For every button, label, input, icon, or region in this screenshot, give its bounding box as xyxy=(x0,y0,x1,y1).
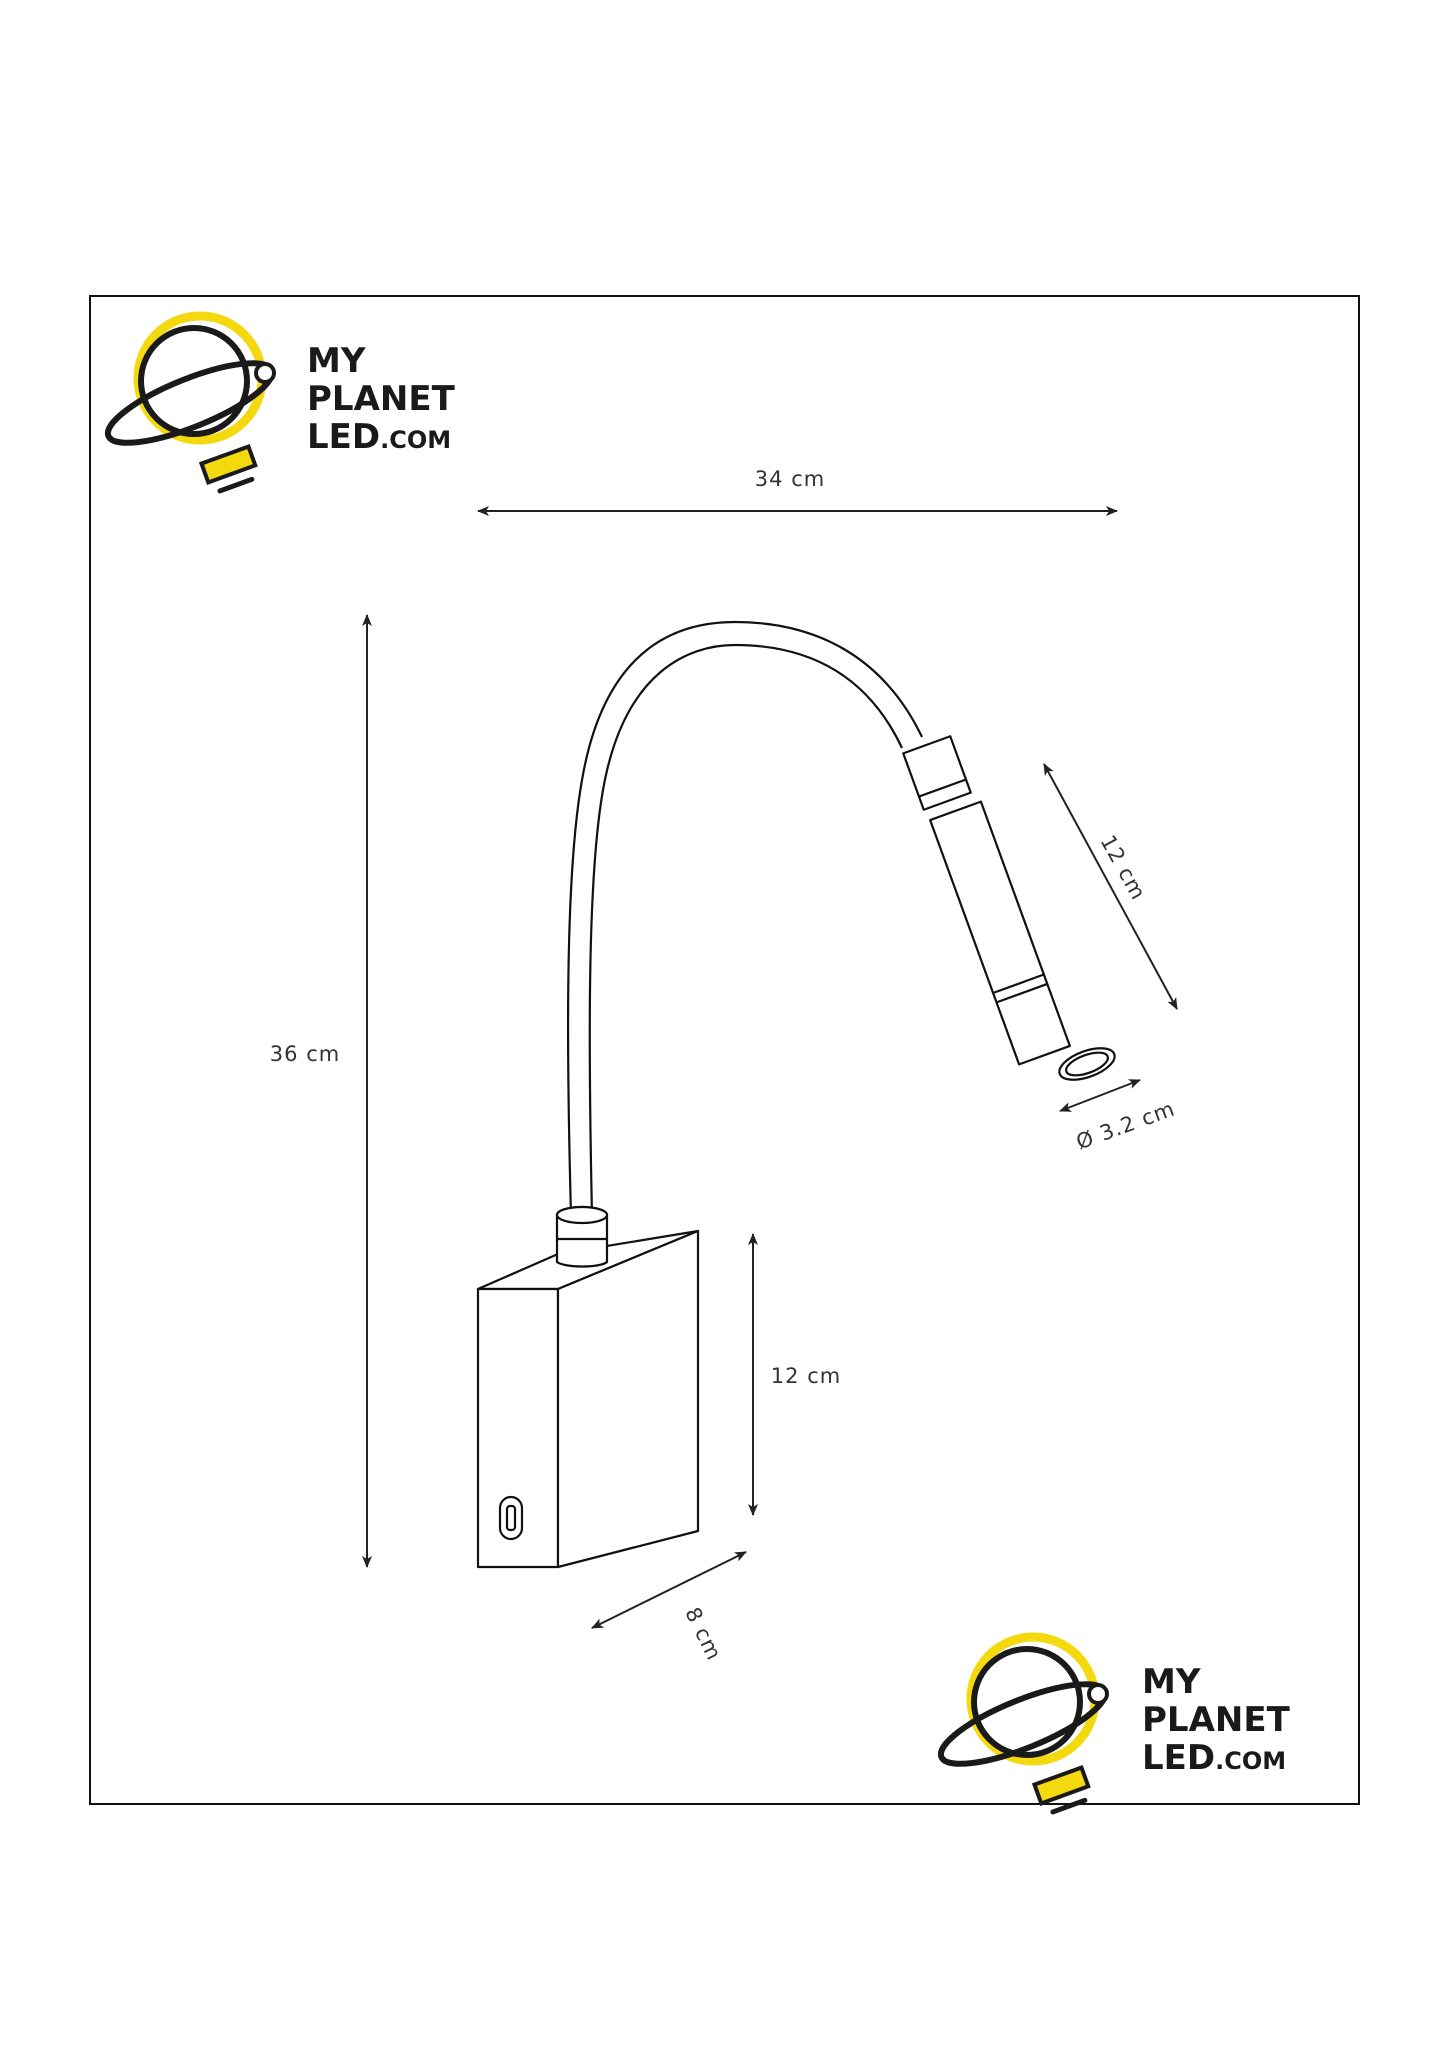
logo-line-planet: PLANET xyxy=(1142,1700,1291,1740)
logo-line-com: .COM xyxy=(380,426,451,454)
brand-logo-top: MY PLANET LED.COM xyxy=(99,316,456,494)
drawing-frame xyxy=(89,295,1360,1805)
brand-logo-bottom: MY PLANET LED.COM xyxy=(932,1637,1291,1815)
base-height-dimension-label: 12 cm xyxy=(771,1364,841,1388)
width-dimension-label: 34 cm xyxy=(755,467,825,491)
base-depth-dimension-line xyxy=(591,1551,747,1629)
wall-lamp xyxy=(476,620,1116,1569)
svg-text:LED.COM: LED.COM xyxy=(307,417,451,457)
usb-port-icon xyxy=(498,1495,524,1541)
planet-bulb-icon xyxy=(932,1637,1113,1815)
logo-line-led: LED xyxy=(307,417,380,457)
logo-line-planet: PLANET xyxy=(307,379,456,419)
head-diameter-dimension-label: Ø 3.2 cm xyxy=(1073,1096,1178,1154)
arm-collar xyxy=(555,1205,609,1268)
logo-line-led: LED xyxy=(1142,1738,1215,1778)
logo-line-my: MY xyxy=(307,341,366,381)
head-length-dimension-line xyxy=(1043,763,1178,1010)
head-diameter-dimension-line xyxy=(1059,1079,1141,1112)
svg-text:LED.COM: LED.COM xyxy=(1142,1738,1286,1778)
head-collar xyxy=(902,735,972,811)
head-length-dimension-label: 12 cm xyxy=(1096,831,1151,904)
wall-base xyxy=(476,1229,700,1569)
base-depth-dimension-label: 8 cm xyxy=(680,1603,726,1664)
logo-line-my: MY xyxy=(1142,1662,1201,1702)
flexible-arm xyxy=(566,620,923,1216)
lamp-head-lens xyxy=(1058,1047,1116,1081)
logo-line-com: .COM xyxy=(1215,1747,1286,1775)
lamp-head xyxy=(929,800,1071,1066)
planet-bulb-icon xyxy=(99,316,280,494)
height-dimension-label: 36 cm xyxy=(270,1042,340,1066)
base-side-face xyxy=(556,1229,700,1569)
